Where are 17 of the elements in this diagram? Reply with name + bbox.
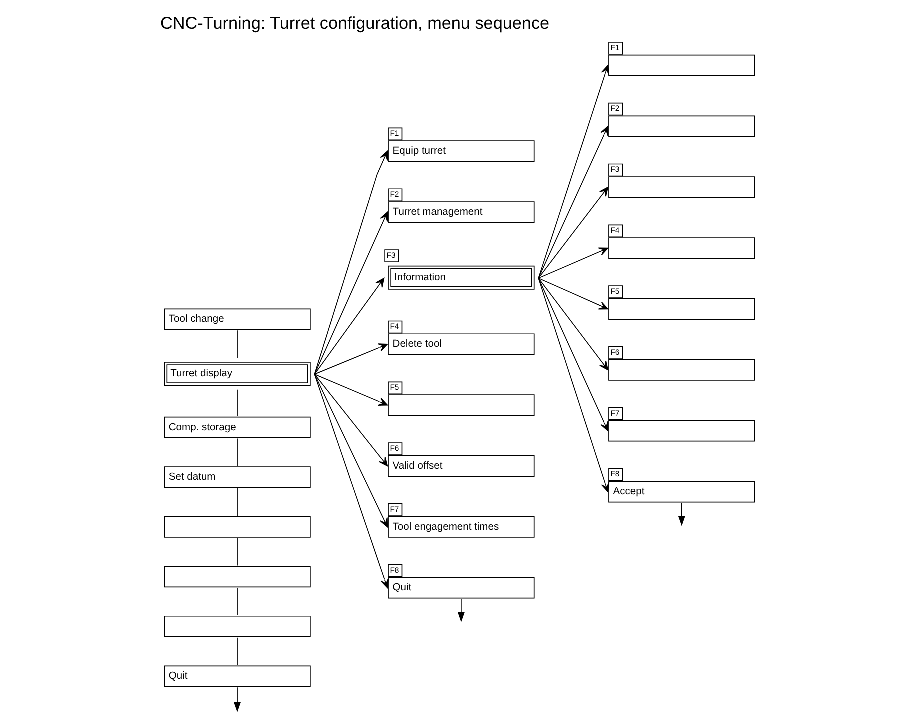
node-label: F7	[390, 504, 399, 514]
node-label: F8	[390, 566, 399, 575]
node-label: F5	[610, 286, 620, 296]
node-label: F8	[610, 470, 620, 479]
node-label: F5	[390, 383, 399, 392]
diagram-title: CNC-Turning: Turret configuration, menu sequence	[160, 13, 550, 34]
node-label: F7	[610, 408, 620, 418]
node-label: F2	[390, 190, 399, 200]
node-label: F4	[610, 226, 620, 236]
node-label: F6	[390, 444, 399, 453]
node-label: F1	[390, 129, 399, 138]
node-label: F4	[390, 322, 399, 332]
node-label: F6	[610, 348, 620, 357]
node-label: F3	[610, 165, 620, 174]
node-label: F2	[610, 104, 620, 114]
node-label: F3	[386, 250, 396, 260]
node-label: F1	[610, 43, 620, 52]
